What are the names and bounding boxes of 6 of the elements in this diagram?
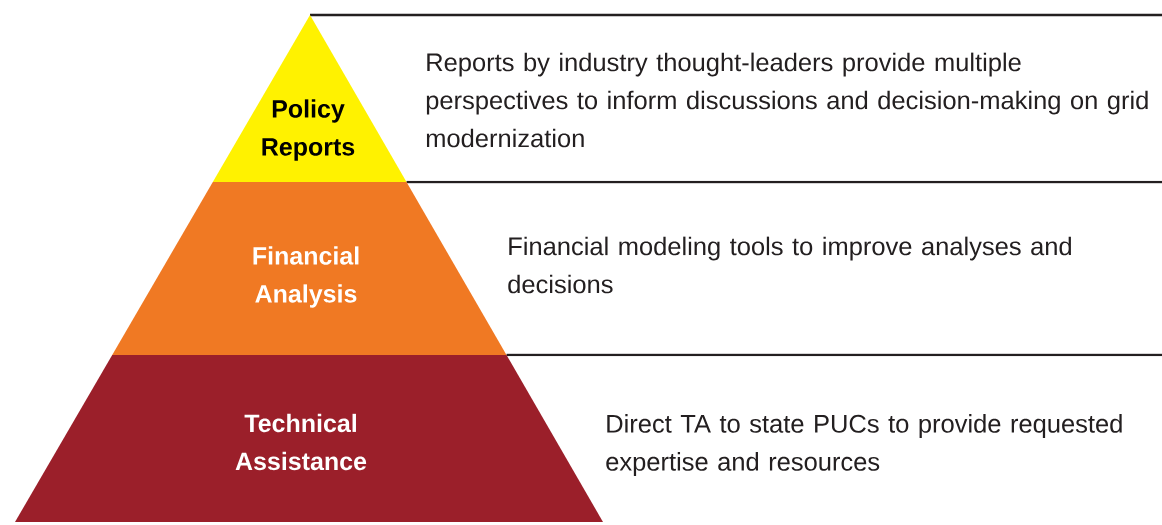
description-text: Direct TA to state PUCs to provide requested expertise and resources [606,414,1122,476]
pyramid-band: Policy Reports [212,15,407,182]
pyramid-band: Financial Analysis [112,182,507,355]
description-text: Financial modeling tools to improve analyses and decisions [508,236,1071,294]
description-text: Reports by industry thought-leaders provide multiple perspectives to inform discussions and decision-making on grid modernization [426,52,1148,148]
pyramid-band: Technical Assistance [15,355,603,522]
